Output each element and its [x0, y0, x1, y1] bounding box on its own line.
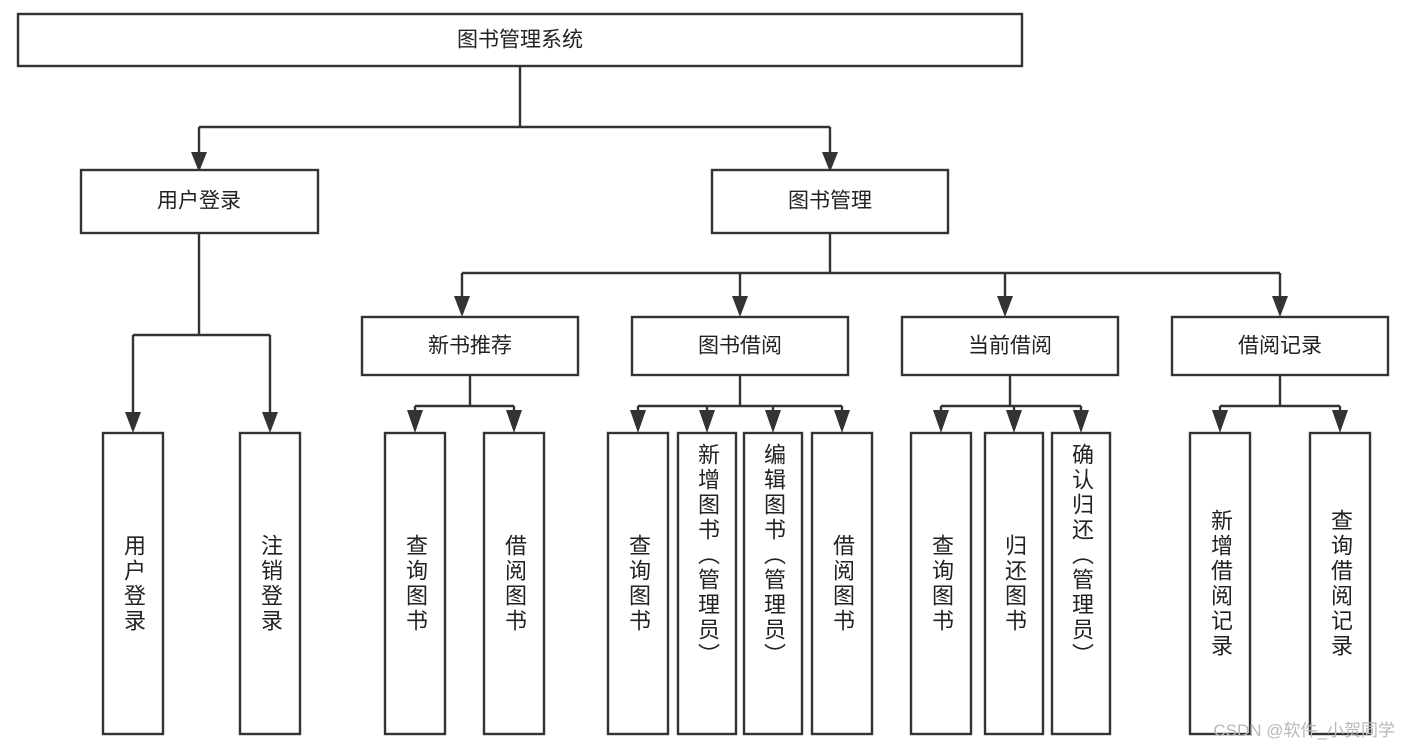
node-leaf-query-book-3-box[interactable]	[909, 431, 973, 736]
connector-layer	[125, 66, 1348, 433]
node-leaf-query-record-label: 查询借阅记录	[1328, 508, 1353, 659]
node-leaf-confirm-return-label: 确认归还（管理员）	[1069, 443, 1094, 668]
node-root-label: 图书管理系统	[457, 29, 583, 52]
node-leaf-borrow-book-2-label: 借阅图书	[830, 533, 855, 634]
node-leaf-query-book-2-box[interactable]	[606, 431, 670, 736]
arrow-to-leaf-query-book-3	[933, 410, 949, 433]
node-leaf-confirm-return-box[interactable]	[1050, 431, 1112, 736]
arrow-to-leaf-add-book	[699, 410, 715, 433]
arrow-to-leaf-query-book-2	[630, 410, 646, 433]
node-root-box[interactable]	[16, 12, 1024, 68]
arrow-to-leaf-borrow-book-2	[834, 410, 850, 433]
arrow-to-leaf-user-login	[125, 412, 141, 433]
node-leaf-logout-login-label: 注销登录	[258, 533, 283, 634]
arrow-to-book-management	[822, 152, 838, 172]
node-user-login-label: 用户登录	[157, 190, 241, 213]
node-leaf-query-book-1-box[interactable]	[383, 431, 447, 736]
node-leaf-edit-book-label: 编辑图书（管理员）	[761, 443, 786, 668]
node-user-login-box[interactable]	[79, 168, 320, 235]
leaf-box-layer	[101, 431, 1372, 736]
node-leaf-borrow-book-1-label: 借阅图书	[502, 533, 527, 634]
arrow-to-current-borrow	[997, 296, 1013, 317]
node-current-borrow-box[interactable]	[900, 315, 1120, 377]
node-borrow-record[interactable]: 借阅记录	[1170, 315, 1390, 377]
arrow-to-leaf-query-record	[1332, 410, 1348, 433]
node-leaf-query-book-3-label: 查询图书	[929, 533, 954, 634]
node-leaf-edit-book-box[interactable]	[742, 431, 804, 736]
node-leaf-query-book-2-label: 查询图书	[626, 533, 651, 634]
node-leaf-borrow-book-2-box[interactable]	[810, 431, 874, 736]
node-leaf-query-book-1-label: 查询图书	[403, 533, 428, 634]
csdn-watermark: CSDN @软件_小贺同学	[1213, 721, 1395, 740]
arrow-to-book-borrow	[732, 296, 748, 317]
node-leaf-return-book-box[interactable]	[983, 431, 1045, 736]
node-current-borrow[interactable]: 当前借阅	[900, 315, 1120, 377]
arrow-to-user-login	[191, 152, 207, 172]
node-book-borrow-label: 图书借阅	[698, 335, 782, 358]
arrow-to-leaf-add-record	[1212, 410, 1228, 433]
leaf-label-layer: 用户登录 注销登录 查询图书 借阅图书 查询图书 新增图书（管理员）	[121, 443, 1353, 668]
arrow-to-leaf-borrow-book-1	[506, 410, 522, 433]
node-leaf-add-record-label: 新增借阅记录	[1208, 508, 1233, 659]
node-leaf-user-login-box[interactable]	[101, 431, 165, 736]
arrow-to-leaf-query-book-1	[407, 410, 423, 433]
node-borrow-record-label: 借阅记录	[1238, 335, 1322, 358]
node-book-management-label: 图书管理	[788, 190, 872, 213]
node-new-book-recommend-box[interactable]	[360, 315, 580, 377]
arrow-to-leaf-confirm-return	[1073, 410, 1089, 433]
node-leaf-user-login-label: 用户登录	[121, 533, 146, 634]
node-book-management-box[interactable]	[710, 168, 950, 235]
arrow-to-leaf-return-book	[1006, 410, 1022, 433]
node-user-login[interactable]: 用户登录	[79, 168, 320, 235]
arrow-to-leaf-edit-book	[765, 410, 781, 433]
node-leaf-query-record-box[interactable]	[1308, 431, 1372, 736]
node-leaf-borrow-book-1-box[interactable]	[482, 431, 546, 736]
node-leaf-logout-login-box[interactable]	[238, 431, 302, 736]
node-current-borrow-label: 当前借阅	[968, 335, 1052, 358]
node-root[interactable]: 图书管理系统	[16, 12, 1024, 68]
arrow-to-borrow-record	[1272, 296, 1288, 317]
node-book-management[interactable]: 图书管理	[710, 168, 950, 235]
node-leaf-add-book-label: 新增图书（管理员）	[695, 443, 720, 668]
node-borrow-record-box[interactable]	[1170, 315, 1390, 377]
node-new-book-recommend-label: 新书推荐	[428, 335, 512, 358]
node-leaf-add-book-box[interactable]	[676, 431, 738, 736]
node-leaf-add-record-box[interactable]	[1188, 431, 1252, 736]
node-leaf-return-book-label: 归还图书	[1002, 533, 1027, 634]
node-book-borrow-box[interactable]	[630, 315, 850, 377]
node-new-book-recommend[interactable]: 新书推荐	[360, 315, 580, 377]
arrow-to-leaf-logout-login	[262, 412, 278, 433]
arrow-to-new-book-recommend	[454, 296, 470, 317]
node-book-borrow[interactable]: 图书借阅	[630, 315, 850, 377]
